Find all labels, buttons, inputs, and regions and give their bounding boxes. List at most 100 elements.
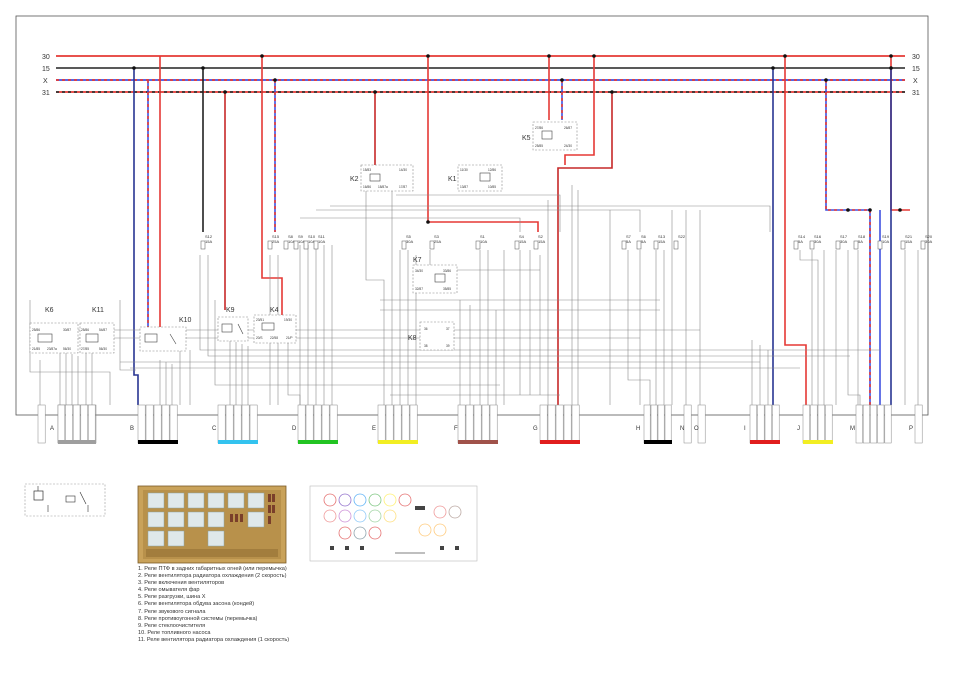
fuse-name: S12 [205, 234, 213, 239]
relay-k4: K4 23/51 19/30 20/S 22/58 21/P [253, 307, 297, 344]
fuse-name: S7 [626, 234, 632, 239]
relay-label-k1: K1 [448, 176, 457, 183]
connector-n: N [680, 404, 692, 444]
k7-pin: 33/86 [443, 269, 451, 273]
fuse-name: S22 [678, 234, 686, 239]
k1-pin: 11/30 [460, 168, 468, 172]
legend-item: 4. Реле омывателя фар [138, 587, 200, 594]
fuse-glyph [877, 240, 883, 250]
k4-pin: 23/51 [256, 318, 264, 322]
k8-pin: 38 [424, 344, 428, 348]
k4-pin: 19/30 [284, 318, 292, 322]
connector-label: D [292, 426, 297, 432]
relay-k7: K7 34/30 33/86 32/87 35/85 [412, 257, 458, 294]
relay-label-k10: K10 [179, 317, 192, 324]
fuse-rating: 5A [858, 239, 863, 244]
connector-a: A [37, 404, 54, 444]
bus-labels: 30 15 X 31 30 15 X 31 [42, 54, 920, 97]
fuse-glyph [303, 240, 309, 250]
k7-pin: 32/87 [415, 287, 423, 291]
fuse-name: S9 [298, 234, 304, 239]
k5-pin: 26/87 [564, 126, 572, 130]
fuse-glyph [809, 240, 815, 250]
relay-label-k4: K4 [270, 307, 279, 314]
junction-dots [132, 54, 902, 224]
k11-pin: 54/87 [99, 328, 107, 332]
legend-item: 5. Реле разгрузки, шина X [138, 594, 206, 601]
fuse-name: S4 [519, 234, 525, 239]
legend-item: 2. Реле вентилятора радиатора охлаждения… [138, 573, 287, 580]
k2-pin: 18/87a [378, 185, 388, 189]
relay-label-k2: K2 [350, 176, 359, 183]
fuse-glyph [429, 240, 435, 250]
legend-item: 7. Реле звукового сигнала [138, 608, 206, 615]
k8-pin: 36 [424, 327, 428, 331]
connector-label: A [50, 426, 54, 432]
bus-label-left-30: 30 [42, 54, 50, 61]
fuse-rating: 15A [519, 239, 526, 244]
fuse-name: S14 [798, 234, 806, 239]
fuse-name: S19 [882, 234, 890, 239]
fuse-name: S3 [434, 234, 440, 239]
legend-item: 11. Реле вентилятора радиатора охлаждени… [138, 636, 290, 643]
fuse-rating: 30A [814, 239, 821, 244]
fuse-glyph [793, 240, 799, 250]
fuse-name: S16 [814, 234, 822, 239]
connector-d: D [292, 404, 338, 444]
connector-g: G [533, 404, 580, 444]
relay-label-k8: K8 [408, 335, 417, 342]
fuse-name: S18 [858, 234, 866, 239]
relay-k10: K10 [139, 317, 192, 352]
fuse-name: S8 [288, 234, 294, 239]
bus-label-right-x: X [913, 78, 918, 85]
fuse-name: S13 [658, 234, 666, 239]
k2-pin: 14/30 [399, 168, 407, 172]
fuse-rating: 10A [298, 239, 305, 244]
k2-pin: 16/86 [363, 185, 371, 189]
connector-label: I [744, 426, 746, 432]
k1-pin: 12/86 [488, 168, 496, 172]
fuse-name: S20 [925, 234, 933, 239]
connector-label: O [694, 426, 699, 432]
fuse-glyph [853, 240, 859, 250]
fuse-glyph [621, 240, 627, 250]
fuse-glyph [475, 240, 481, 250]
fuse-rating: 5A [626, 239, 631, 244]
connector-label: M [850, 426, 855, 432]
relay-label-k11: K11 [92, 307, 104, 314]
relay-k6: K6 25/86 30/87 21/85 23/87a 56/30 [29, 307, 79, 354]
fuse-glyph [673, 240, 679, 250]
connector-stripe [644, 440, 672, 444]
k5-pin: 24/30 [564, 144, 572, 148]
fuse-rating: 30A [840, 239, 847, 244]
connector-stripe [298, 440, 338, 444]
relay-k2: K2 15/83 14/30 16/86 18/87a 17/87 [350, 164, 414, 192]
fuse-glyph [267, 240, 273, 250]
connector-c: C [212, 404, 258, 444]
k2-pin: 15/83 [363, 168, 371, 172]
k6-pin: 21/85 [32, 347, 40, 351]
fuse-glyph [920, 240, 926, 250]
fuse-glyph [533, 240, 539, 250]
k5-pin: 27/86 [535, 126, 543, 130]
fuse-glyph [900, 240, 906, 250]
connector-f: F [454, 404, 498, 444]
connector-stripe [218, 440, 258, 444]
fuse-rating: 5A [641, 239, 646, 244]
legend-item: 6. Реле вентилятора обдува засона (конде… [138, 601, 255, 608]
k8-pin: 39 [446, 344, 450, 348]
relay-label-k6: K6 [45, 307, 54, 314]
legend-item: 1. Реле ПТФ в задних габаритных огней (и… [138, 566, 287, 572]
fuse-name: S10 [308, 234, 316, 239]
connector-stripe [540, 440, 580, 444]
fuse-rating: 25A [434, 239, 441, 244]
connector-i: I [744, 404, 780, 444]
connector-label: J [797, 426, 800, 432]
relay-label-k9: K9 [226, 307, 235, 314]
relay-k1: K1 11/30 12/86 13/87 10/85 [448, 164, 503, 192]
bus-label-right-31: 31 [912, 90, 920, 97]
fuse-name: S21 [905, 234, 913, 239]
connector-stripe [750, 440, 780, 444]
fuse-rating: 10A [288, 239, 295, 244]
